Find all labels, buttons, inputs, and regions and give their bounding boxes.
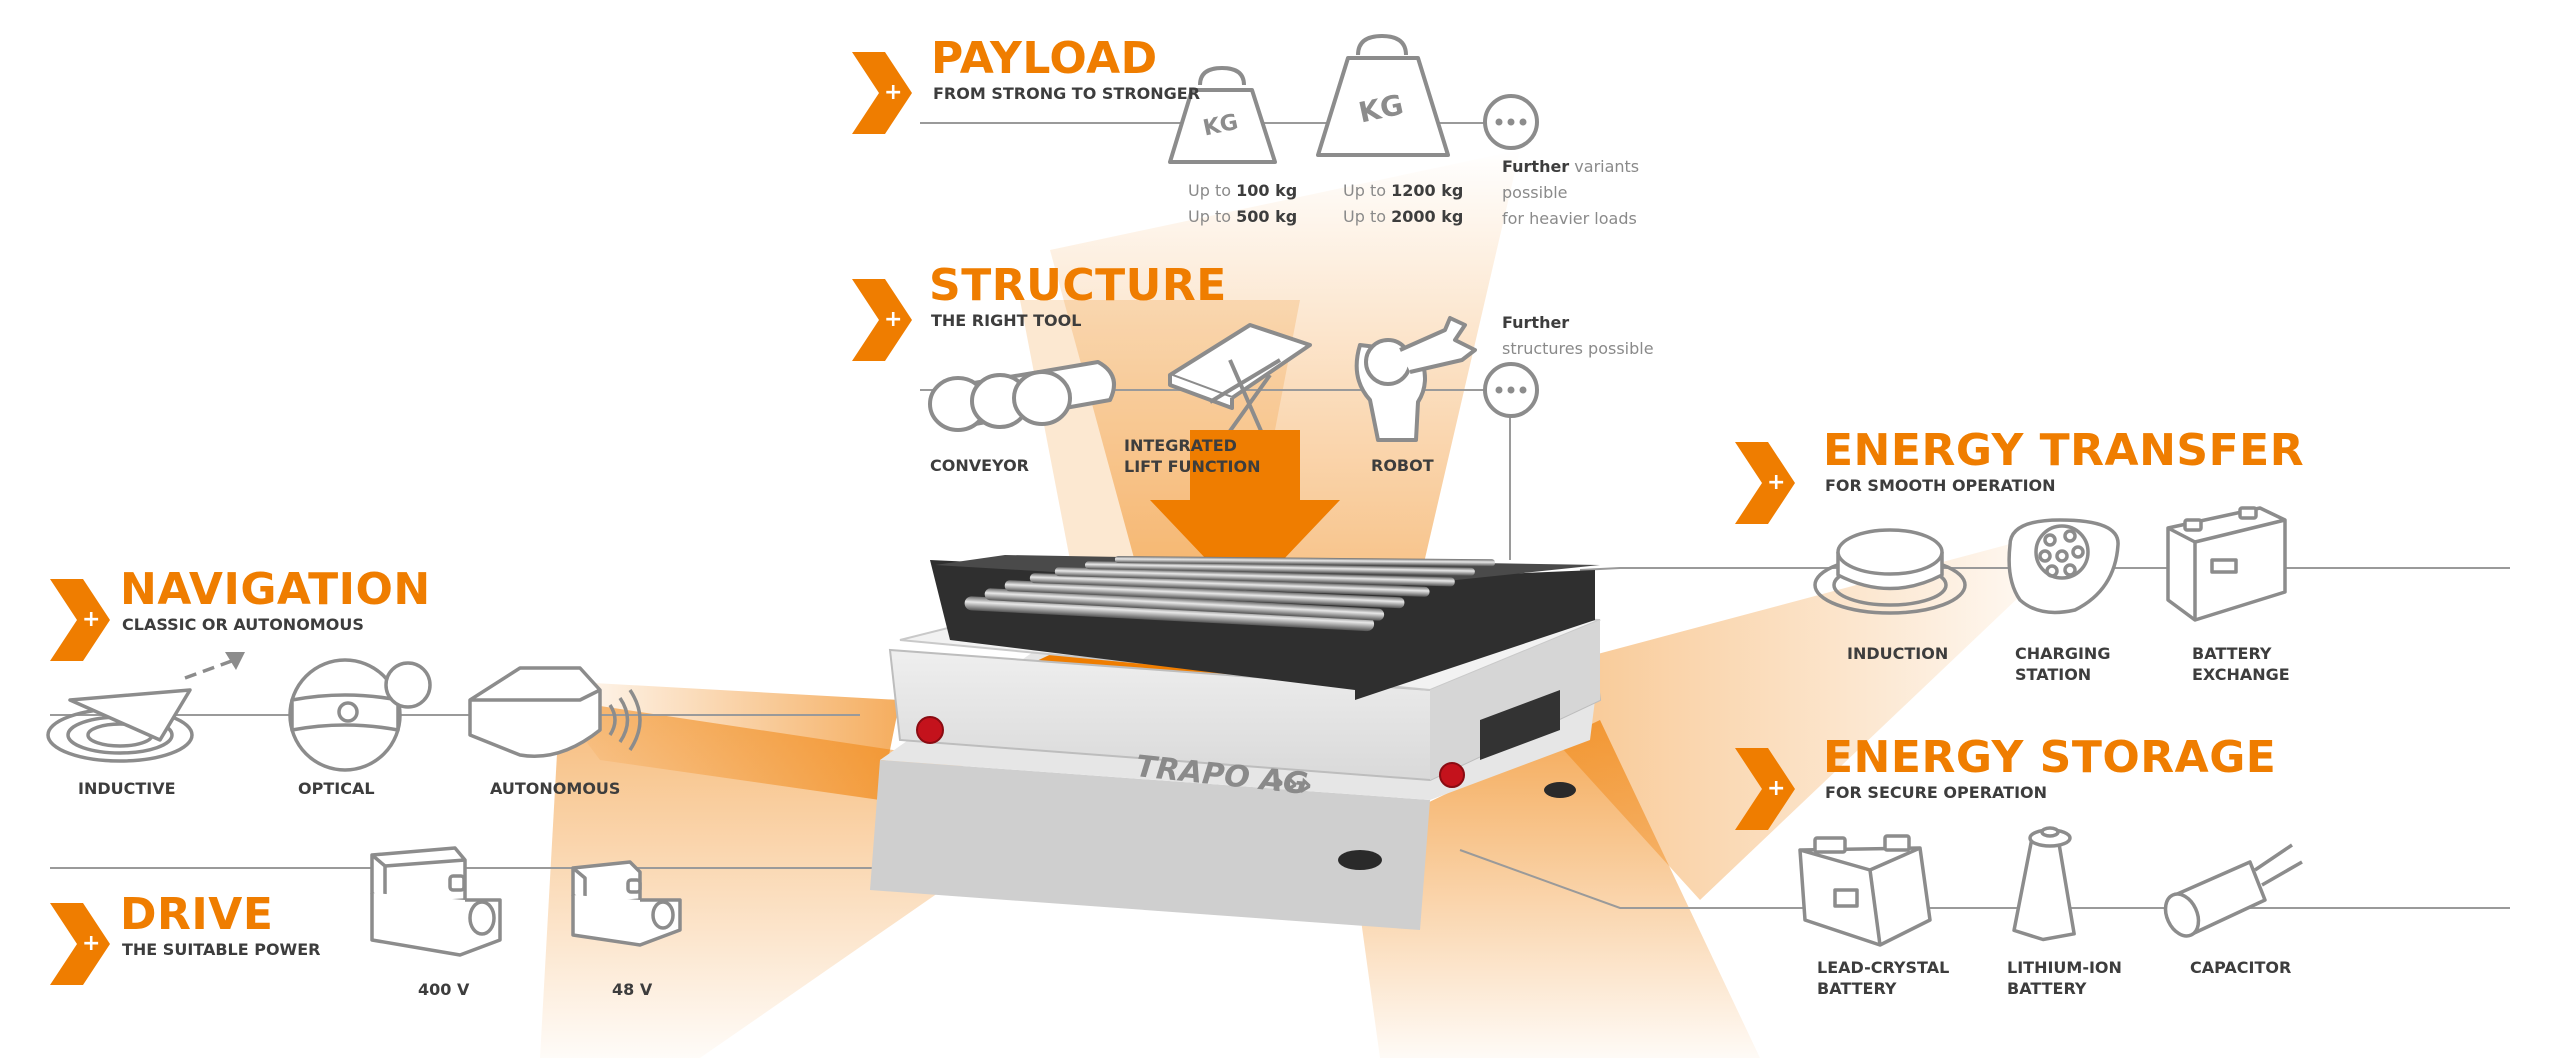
lead-crystal-battery-icon — [1798, 834, 1932, 947]
drive-subtitle: THE SUITABLE POWER — [122, 940, 321, 959]
energy-transfer-marker-icon — [1735, 442, 1795, 524]
structure-plus-icon: + — [884, 307, 903, 332]
section-markers — [50, 52, 1795, 985]
energy-transfer-battery-label: BATTERY EXCHANGE — [2192, 644, 2290, 684]
structure-further-note: Further structures possible — [1502, 313, 1654, 358]
capacitor-icon — [2163, 843, 2303, 938]
navigation-icons — [46, 652, 642, 772]
payload-subtitle: FROM STRONG TO STRONGER — [933, 84, 1201, 103]
energy-storage-plus-icon: + — [1767, 776, 1786, 801]
payload-marker-icon — [852, 52, 912, 134]
structure-title: STRUCTURE — [929, 260, 1227, 311]
agv-vehicle — [870, 555, 1602, 930]
drive-plus-icon: + — [82, 931, 101, 956]
energy-transfer-subtitle: FOR SMOOTH OPERATION — [1825, 476, 2056, 495]
robot-arm-icon — [1354, 316, 1477, 442]
payload-spec-large: Up to 1200 kg Up to 2000 kg — [1343, 181, 1464, 226]
weight-small-icon — [1168, 66, 1277, 164]
energy-transfer-title: ENERGY TRANSFER — [1823, 425, 2305, 476]
drive-marker-icon — [50, 903, 110, 985]
drive-title: DRIVE — [120, 889, 274, 940]
motor-48v-icon — [571, 860, 682, 947]
navigation-optical-label: OPTICAL — [298, 779, 375, 798]
energy-storage-capacitor-label: CAPACITOR — [2190, 958, 2292, 977]
energy-storage-subtitle: FOR SECURE OPERATION — [1825, 783, 2048, 802]
optical-icon — [288, 658, 432, 772]
inductive-icon — [46, 652, 245, 763]
focus-arrow-icon — [1150, 430, 1340, 600]
payload-plus-icon: + — [884, 80, 903, 105]
autonomous-icon — [468, 666, 642, 758]
navigation-inductive-label: INDUCTIVE — [78, 779, 176, 798]
drive-400v-label: 400 V — [418, 980, 470, 999]
structure-robot-label: ROBOT — [1371, 456, 1434, 475]
energy-transfer-induction-label: INDUCTION — [1847, 644, 1949, 663]
navigation-plus-icon: + — [82, 607, 101, 632]
lift-table-icon — [1168, 323, 1312, 447]
payload-further-note: Further variants possible for heavier lo… — [1502, 157, 1640, 228]
navigation-subtitle: CLASSIC OR AUTONOMOUS — [122, 615, 364, 634]
charging-station-icon — [2007, 518, 2120, 615]
navigation-marker-icon — [50, 579, 110, 661]
drive-48v-label: 48 V — [612, 980, 653, 999]
battery-exchange-icon — [2166, 506, 2287, 622]
vehicle-brand-mark-icon: ››› — [1269, 761, 1315, 805]
energy-storage-lithium-label: LITHIUM-ION BATTERY — [2007, 958, 2122, 998]
payload-spec-small: Up to 100 kg Up to 500 kg — [1188, 181, 1298, 226]
weight-large-icon — [1316, 34, 1450, 157]
energy-transfer-plus-icon: + — [1767, 470, 1786, 495]
conveyor-icon — [928, 360, 1116, 432]
drive-icons — [370, 846, 682, 957]
structure-subtitle: THE RIGHT TOOL — [931, 311, 1082, 330]
navigation-autonomous-label: AUTONOMOUS — [490, 779, 621, 798]
lithium-ion-battery-icon — [2012, 826, 2076, 942]
energy-transfer-icons — [1813, 506, 2287, 622]
motor-400v-icon — [370, 846, 502, 957]
payload-title: PAYLOAD — [931, 33, 1158, 84]
energy-storage-title: ENERGY STORAGE — [1823, 732, 2277, 783]
energy-transfer-charging-label: CHARGING STATION — [2015, 644, 2111, 684]
structure-conveyor-label: CONVEYOR — [930, 456, 1029, 475]
structure-icons — [928, 316, 1539, 447]
navigation-title: NAVIGATION — [120, 564, 431, 615]
energy-storage-lead-label: LEAD-CRYSTAL BATTERY — [1817, 958, 1950, 998]
structure-marker-icon — [852, 279, 912, 361]
induction-pad-icon — [1813, 528, 1967, 615]
payload-icons — [1168, 34, 1539, 164]
energy-storage-icons — [1798, 826, 2303, 947]
structure-lift-label: INTEGRATED LIFT FUNCTION — [1124, 436, 1261, 476]
energy-storage-marker-icon — [1735, 748, 1795, 830]
